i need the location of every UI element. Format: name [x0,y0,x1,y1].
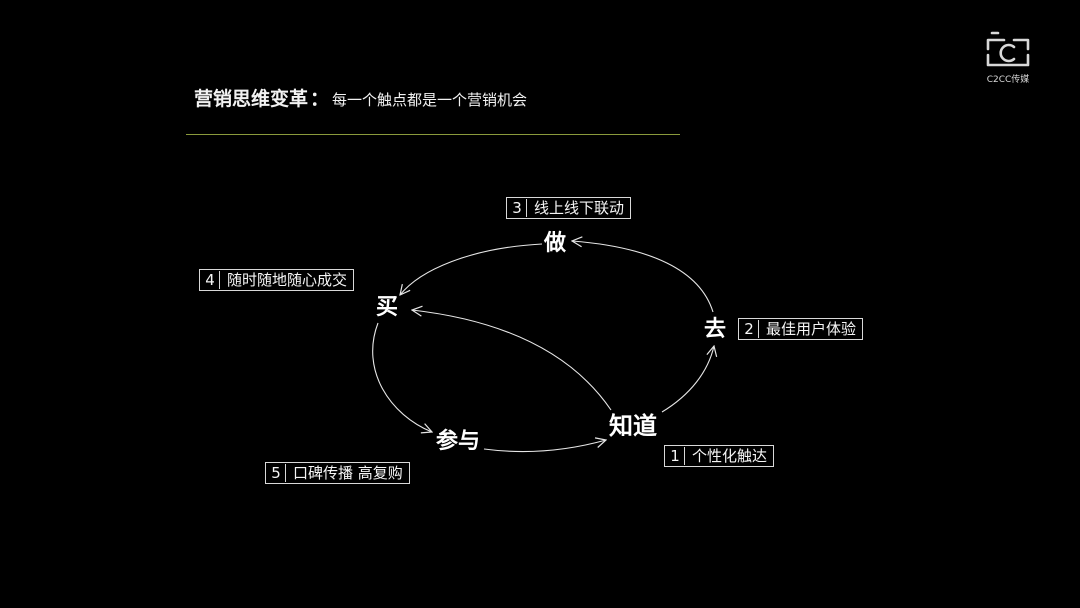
edge-qu-to-zuo [572,241,714,313]
tag-label: 个性化触达 [692,447,768,465]
tag-number: 4 [201,271,220,289]
edge-canyu-to-zhidao [483,440,606,453]
tag-1-personalized-reach: 1 个性化触达 [664,445,775,467]
edge-zhidao-to-qu [661,346,714,413]
tag-3-online-offline: 3 线上线下联动 [506,197,632,219]
tag-number: 5 [267,464,286,482]
edge-mai-to-canyu [372,322,432,432]
tag-number: 3 [508,199,527,217]
node-qu: 去 [704,316,727,342]
node-canyu: 参与 [436,428,481,454]
tag-number: 1 [666,447,685,465]
tag-number: 2 [740,320,759,338]
node-mai: 买 [376,294,399,320]
edge-zhidao-to-mai [412,310,612,411]
camera-c-logo-icon [986,31,1030,67]
tag-label: 线上线下联动 [534,199,625,217]
tag-label: 最佳用户体验 [766,320,857,338]
logo-text: C2CC传媒 [986,75,1030,85]
tag-label: 随时随地随心成交 [227,271,348,289]
node-zhidao: 知道 [609,411,657,440]
tag-2-best-user-experience: 2 最佳用户体验 [738,318,864,340]
title-colon: ： [310,88,330,110]
slide-title: 营销思维变革：每一个触点都是一个营销机会 [194,86,527,113]
tag-5-word-of-mouth: 5 口碑传播 高复购 [265,462,410,484]
tag-label: 口碑传播 高复购 [293,464,403,482]
edge-zuo-to-mai [400,243,543,295]
node-zuo: 做 [544,230,567,256]
title-subtitle: 每一个触点都是一个营销机会 [332,91,528,109]
title-divider [186,134,680,135]
tag-4-anytime-deal: 4 随时随地随心成交 [199,269,355,291]
title-main: 营销思维变革 [194,88,309,110]
